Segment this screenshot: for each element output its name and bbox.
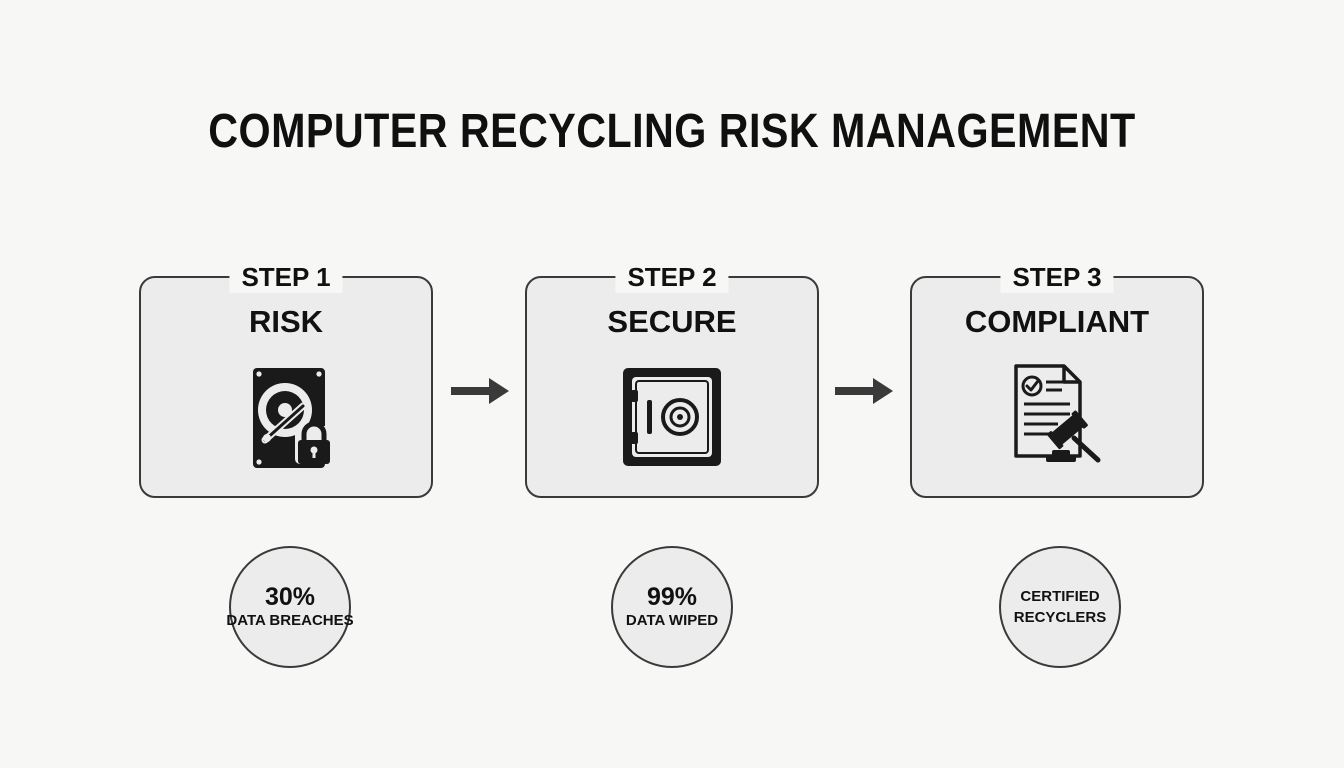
step-1-name: RISK [248, 304, 324, 339]
stat-value: 30% [264, 583, 316, 611]
stat-circle-certified-recyclers: CERTIFIED RECYCLERS [999, 546, 1121, 668]
stat-label: DATA WIPED [625, 612, 719, 629]
arrow-right-icon [449, 376, 511, 406]
step-1-box: STEP 1 RISK [139, 261, 433, 498]
diagram-title: COMPUTER RECYCLING RISK MANAGEMENT [208, 105, 1136, 158]
stat-label: RECYCLERS [1013, 609, 1107, 626]
step-1-tag: STEP 1 [229, 261, 343, 293]
certificate-gavel-icon [1002, 360, 1112, 470]
stat-label: DATA BREACHES [226, 612, 354, 629]
step-3-tag: STEP 3 [1000, 261, 1114, 293]
arrow-right-icon [833, 376, 895, 406]
stat-circle-data-breaches: 30% DATA BREACHES [226, 546, 354, 668]
hard-drive-lock-icon [231, 360, 341, 470]
stat-value: 99% [646, 583, 698, 611]
stat-circle-data-wiped: 99% DATA WIPED [611, 546, 733, 668]
step-3-box: STEP 3 COMPLIANT [910, 261, 1204, 498]
step-2-name: SECURE [607, 304, 737, 339]
step-2-box: STEP 2 SECURE [525, 261, 819, 498]
stat-label: CERTIFIED [1020, 588, 1100, 605]
safe-vault-icon [617, 360, 727, 470]
step-2-tag: STEP 2 [615, 261, 729, 293]
step-3-name: COMPLIANT [964, 304, 1150, 339]
